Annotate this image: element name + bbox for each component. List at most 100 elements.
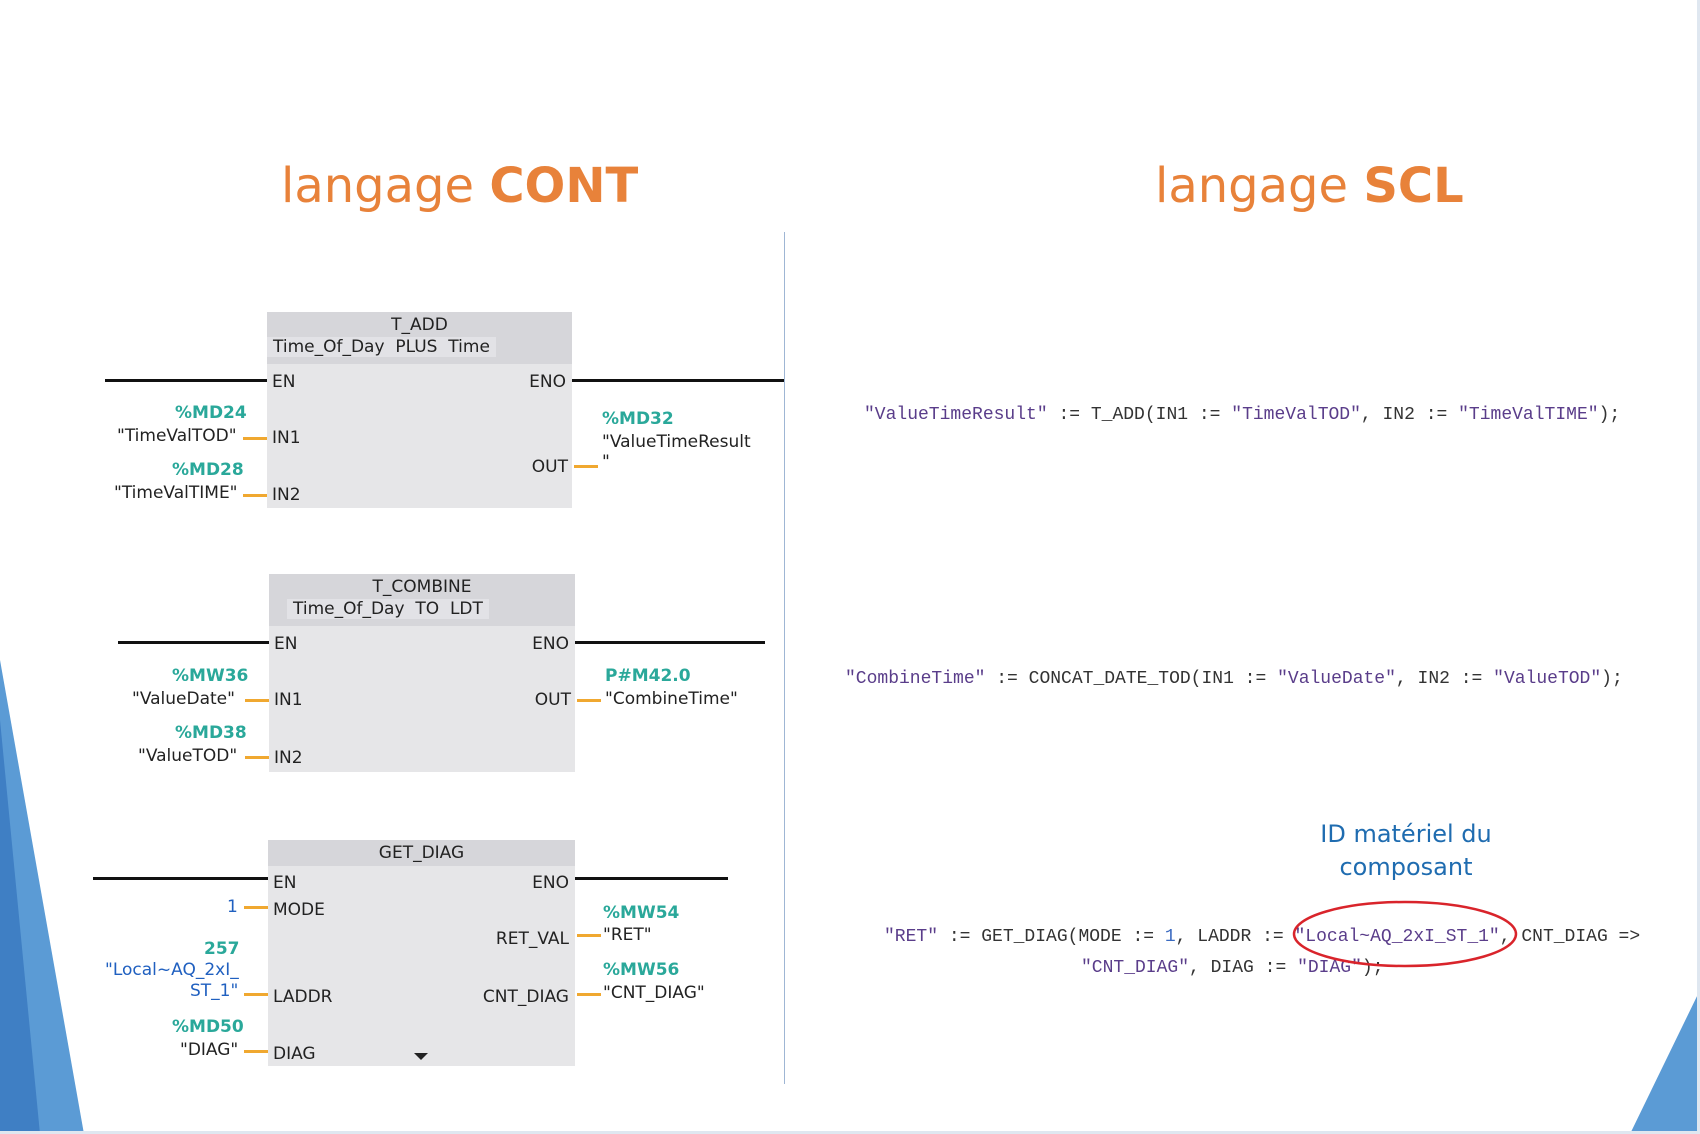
scl-line1-end: ); [1598, 405, 1621, 425]
t-combine-in2-tag: "ValueTOD" [138, 746, 238, 766]
annotation-line2: composant [1339, 853, 1473, 881]
scl-line4-diag: , DIAG := [1189, 958, 1298, 978]
t-combine-left-rail [118, 641, 269, 644]
t-combine-in1-tag: "ValueDate" [132, 689, 235, 709]
scl-line3-laddr: , LADDR := [1175, 927, 1295, 947]
t-combine-pin-eno: ENO [532, 634, 569, 654]
get-diag-diag-tag: "DIAG" [180, 1040, 239, 1060]
scl-line-t-add: "ValueTimeResult" := T_ADD(IN1 := "TimeV… [864, 405, 1620, 425]
scl-line1-arg2: "TimeValTIME" [1458, 405, 1599, 425]
t-combine-out-address: P#M42.0 [605, 666, 691, 686]
t-combine-type3: LDT [449, 599, 483, 619]
t-combine-block: T_COMBINE Time_Of_Day TO LDT EN ENO IN1 … [269, 574, 575, 772]
scl-line-get-diag-cont: "CNT_DIAG", DIAG := "DIAG"); [1081, 958, 1383, 978]
scl-line3-hwid: "Local~AQ_2xI_ST_1" [1294, 927, 1500, 947]
t-combine-right-rail [575, 641, 765, 644]
scl-line1-arg1: "TimeValTOD" [1231, 405, 1361, 425]
cont-title: langage CONT [281, 158, 638, 214]
column-divider [784, 232, 785, 1084]
get-diag-mode-value: 1 [227, 897, 238, 917]
scl-line2-arg2: "ValueTOD" [1493, 669, 1602, 689]
t-add-out-wire [574, 465, 598, 468]
t-add-pin-in1: IN1 [272, 428, 301, 448]
get-diag-laddr-tag-end: ST_1" [190, 981, 239, 1001]
t-add-type2: PLUS [395, 337, 438, 357]
t-combine-out-tag: "CombineTime" [605, 689, 738, 709]
scl-line1-sep: , IN2 := [1360, 405, 1459, 425]
t-add-out-tag-end: " [602, 452, 610, 472]
t-combine-in1-wire [245, 699, 269, 702]
t-combine-in2-wire [245, 756, 269, 759]
scl-line3-target: "RET" [884, 927, 939, 947]
get-diag-diag-address: %MD50 [172, 1017, 244, 1037]
scl-line2-arg1: "ValueDate" [1277, 669, 1396, 689]
t-add-types: Time_Of_Day PLUS Time [267, 337, 496, 357]
t-add-pin-eno: ENO [529, 372, 566, 392]
t-add-type3: Time [448, 337, 490, 357]
scl-line-t-combine: "CombineTime" := CONCAT_DATE_TOD(IN1 := … [845, 669, 1623, 689]
t-add-in2-wire [243, 494, 267, 497]
get-diag-pin-diag: DIAG [273, 1044, 316, 1064]
t-combine-name: T_COMBINE [372, 577, 472, 597]
t-combine-pin-en: EN [274, 634, 298, 654]
get-diag-pin-en: EN [273, 873, 297, 893]
get-diag-pin-mode: MODE [273, 900, 325, 920]
bottom-edge-line [0, 1131, 1700, 1134]
get-diag-pin-ret-val: RET_VAL [495, 929, 569, 949]
scl-line3-cnt: , CNT_DIAG => [1499, 927, 1641, 947]
t-combine-pin-in1: IN1 [274, 690, 303, 710]
scl-line-get-diag: "RET" := GET_DIAG(MODE := 1, LADDR := "L… [884, 927, 1640, 947]
get-diag-name: GET_DIAG [378, 843, 465, 863]
chevron-down-icon[interactable] [414, 1052, 428, 1062]
t-add-left-rail [105, 379, 267, 382]
highlight-circle [1292, 900, 1518, 968]
get-diag-cnt-address: %MW56 [603, 960, 680, 980]
scl-line3-call: := GET_DIAG(MODE := [938, 927, 1165, 947]
scl-title-bold: SCL [1363, 158, 1464, 214]
get-diag-left-rail [93, 877, 269, 880]
t-add-in1-tag: "TimeValTOD" [117, 426, 237, 446]
t-combine-types: Time_Of_Day TO LDT [287, 599, 489, 619]
t-add-name: T_ADD [391, 315, 448, 335]
get-diag-laddr-number: 257 [204, 939, 240, 959]
t-add-in2-tag: "TimeValTIME" [114, 483, 238, 503]
get-diag-ret-wire [577, 934, 601, 937]
t-combine-type2: TO [415, 599, 440, 619]
scl-line3-mode: 1 [1164, 927, 1176, 947]
t-add-pin-out: OUT [531, 457, 568, 477]
right-decor-shape [1630, 990, 1700, 1134]
get-diag-diag-wire [244, 1050, 268, 1053]
t-combine-in2-address: %MD38 [175, 723, 247, 743]
get-diag-pin-cnt-diag: CNT_DIAG [482, 987, 569, 1007]
cont-title-bold: CONT [489, 158, 639, 214]
scl-title: langage SCL [1155, 158, 1464, 214]
t-combine-in1-address: %MW36 [172, 666, 249, 686]
scl-line2-end: ); [1601, 669, 1623, 689]
get-diag-laddr-wire [244, 993, 268, 996]
t-add-block: T_ADD Time_Of_Day PLUS Time EN ENO IN1 I… [267, 312, 572, 508]
t-add-right-rail [572, 379, 784, 382]
t-combine-out-wire [577, 699, 601, 702]
scl-line1-target: "ValueTimeResult" [864, 405, 1048, 425]
get-diag-cnt-tag: "CNT_DIAG" [603, 983, 705, 1003]
get-diag-mode-wire [244, 906, 268, 909]
get-diag-ret-tag: "RET" [603, 925, 652, 945]
t-add-in1-address: %MD24 [175, 403, 247, 423]
left-decor-shape [0, 660, 84, 1134]
t-combine-pin-in2: IN2 [274, 748, 303, 768]
right-edge-line [1697, 0, 1700, 1134]
get-diag-pin-eno: ENO [532, 873, 569, 893]
get-diag-cnt-wire [577, 993, 601, 996]
t-add-in2-address: %MD28 [172, 460, 244, 480]
annotation-line1: ID matériel du [1320, 820, 1492, 848]
t-combine-type1: Time_Of_Day [293, 599, 405, 619]
t-add-pin-in2: IN2 [272, 485, 301, 505]
get-diag-laddr-tag: "Local~AQ_2xI_ [105, 960, 239, 980]
scl-line2-sep: , IN2 := [1395, 669, 1494, 689]
scl-line4-cnt-tag: "CNT_DIAG" [1081, 958, 1190, 978]
scl-line2-call: := CONCAT_DATE_TOD(IN1 := [985, 669, 1278, 689]
scl-line4-diag-tag: "DIAG" [1297, 958, 1362, 978]
hardware-id-annotation: ID matériel du composant [1286, 820, 1526, 881]
t-add-out-tag: "ValueTimeResult [602, 432, 751, 452]
cont-title-prefix: langage [281, 158, 475, 214]
